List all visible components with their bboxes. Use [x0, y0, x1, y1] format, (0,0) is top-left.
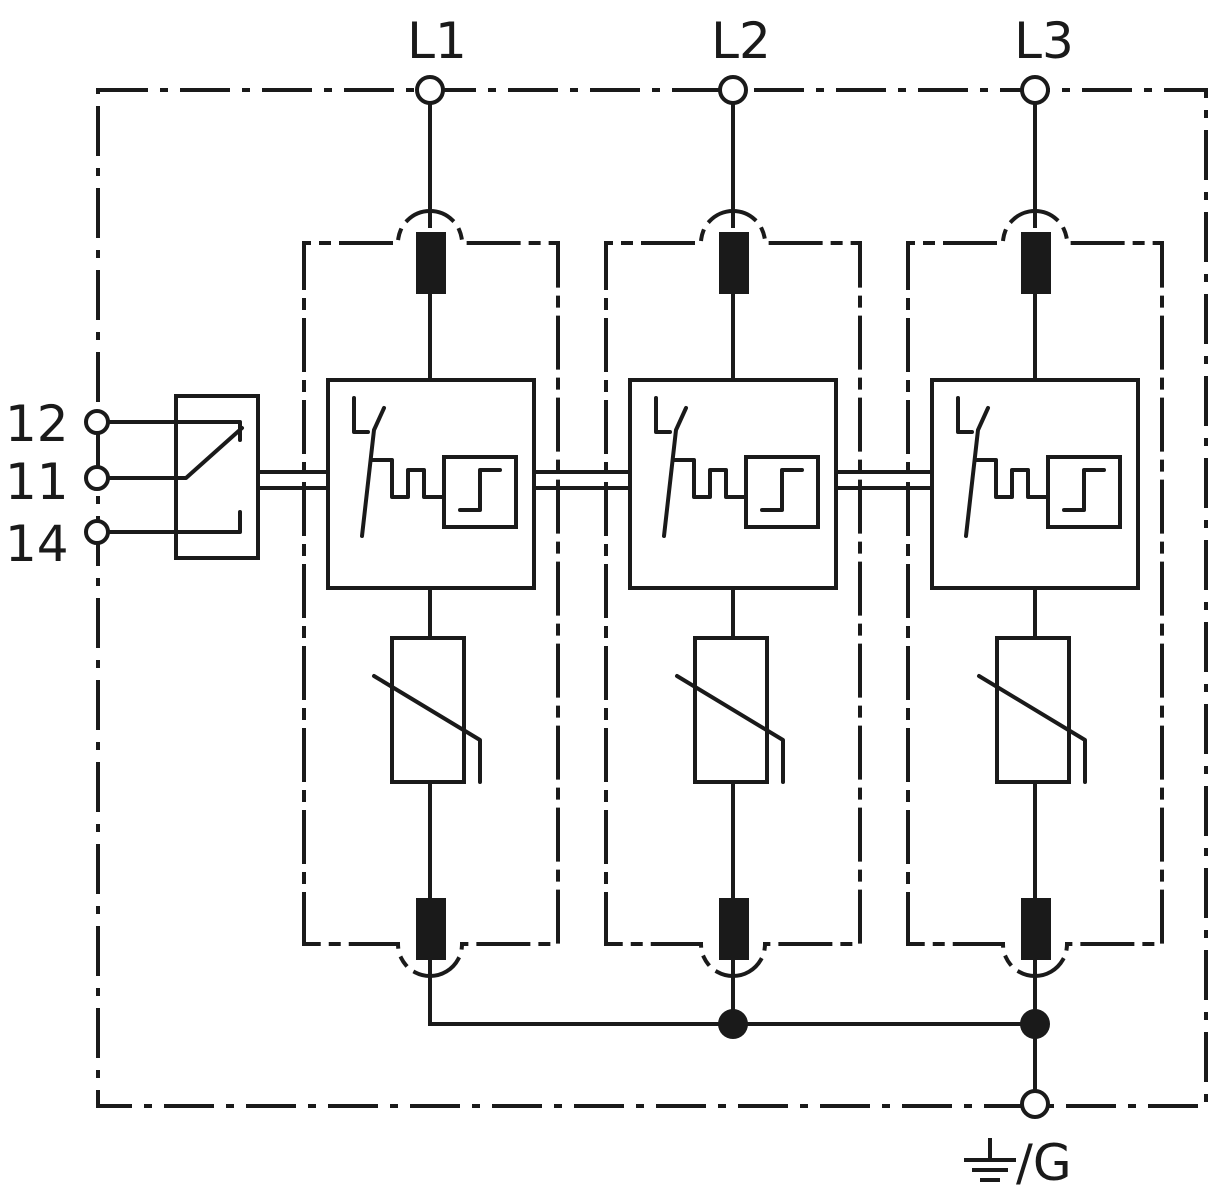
label-aux-14: 14 — [5, 515, 69, 573]
fuse-top-l2 — [719, 232, 749, 294]
label-l1: L1 — [407, 12, 467, 70]
fuse-top-l1 — [416, 232, 446, 294]
label-l3: L3 — [1014, 12, 1074, 70]
terminal-ground — [1020, 1089, 1050, 1119]
disconnector-box-l1 — [326, 378, 536, 590]
module-l1 — [302, 98, 560, 1026]
fuse-bottom-l1 — [416, 898, 446, 960]
label-l2: L2 — [711, 12, 771, 70]
label-ground: /G — [1016, 1134, 1072, 1192]
thermal-disconnector-l3 — [956, 396, 1122, 538]
module-l2 — [604, 98, 862, 1026]
terminal-aux-11 — [84, 465, 110, 491]
fuse-bottom-l3 — [1021, 898, 1051, 960]
terminal-l2 — [718, 75, 748, 105]
terminal-l1 — [415, 75, 445, 105]
junction-l2 — [718, 1009, 748, 1039]
earth-icon — [964, 1138, 1016, 1182]
thermal-disconnector-l1 — [352, 396, 518, 538]
module-l3 — [906, 98, 1164, 1094]
junction-l3 — [1020, 1009, 1050, 1039]
thermal-disconnector-l2 — [654, 396, 820, 538]
disconnector-box-l2 — [628, 378, 838, 590]
remote-signal-contact — [108, 394, 260, 560]
terminal-aux-14 — [84, 519, 110, 545]
enclosure-outline — [96, 88, 1208, 1108]
disconnector-box-l3 — [930, 378, 1140, 590]
fuse-bottom-l2 — [719, 898, 749, 960]
label-aux-11: 11 — [5, 453, 69, 511]
mechanical-coupling — [256, 470, 934, 490]
terminal-l3 — [1020, 75, 1050, 105]
terminal-aux-12 — [84, 409, 110, 435]
fuse-top-l3 — [1021, 232, 1051, 294]
label-aux-12: 12 — [5, 395, 69, 453]
